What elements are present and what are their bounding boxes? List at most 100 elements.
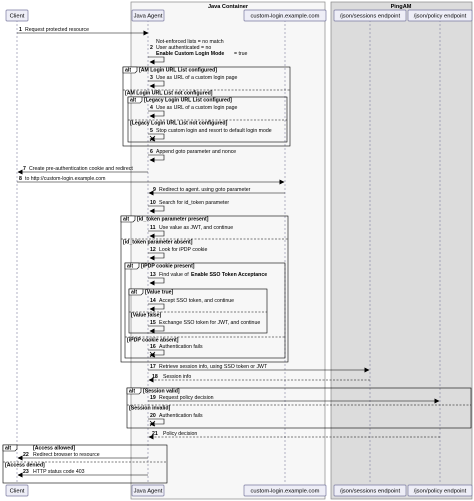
msg-15-self-arrow — [148, 325, 165, 334]
msg-3-label: Use as URL of a custom login page — [156, 75, 238, 81]
agent-header-label: Java Agent — [134, 14, 163, 20]
msg-11-label: Use value as JWT, and continue — [159, 225, 233, 231]
alt-am-login-tab — [122, 66, 138, 74]
sessions-footer-label: /json/sessions endpoint — [340, 489, 401, 495]
custom-login-header-label: custom-login.example.com — [251, 14, 320, 20]
msg-17-label: Retrieve session info, using SSO token o… — [159, 364, 268, 370]
msg-20-destroy-icon — [149, 420, 156, 427]
msg-9-label: Redirect to agent. using goto parameter — [159, 187, 251, 193]
msg-10-label: Search for id_token parameter — [159, 200, 229, 206]
msg-4-self-arrow — [148, 110, 165, 119]
msg-4-number: 4 — [150, 105, 153, 111]
msg-5-destroy-icon — [149, 135, 156, 142]
msg-20-label: Authentication fails — [159, 413, 203, 419]
alt-session-else-guard: [Session invalid] — [129, 406, 170, 412]
java-container-label: Java Container — [208, 4, 249, 10]
msg-2-number: 2 — [150, 45, 153, 51]
msg-6-label: Append goto parameter and nonce — [156, 149, 236, 155]
msg-5-number: 5 — [150, 128, 153, 134]
msg-21-number: 21 — [152, 431, 158, 437]
alt-am-login-guard: [AM Login URL List configured] — [139, 68, 217, 74]
msg-22-label: Redirect browser to resource — [33, 452, 100, 458]
agent-header-box — [131, 9, 165, 22]
alt-idtoken-else-guard: [id_token parameter absent] — [123, 240, 193, 246]
client-footer-label: Client — [10, 489, 25, 495]
msg-13-number: 13 — [150, 272, 156, 278]
msg-2-line-d: = true — [234, 51, 248, 57]
alt-access-guard: [Access allowed] — [33, 446, 75, 452]
alt-session-keyword: alt — [129, 389, 135, 395]
msg-16-destroy-icon — [149, 351, 156, 358]
client-header-box — [5, 9, 29, 22]
sessions-header-box — [333, 9, 407, 22]
msg-11-number: 11 — [150, 225, 156, 231]
policy-footer-box — [407, 484, 473, 497]
msg-18-label: Session info — [163, 374, 191, 380]
client-header-label: Client — [10, 14, 25, 20]
alt-am-login-frame — [122, 66, 291, 147]
msg-20-number: 20 — [150, 413, 156, 419]
alt-idtoken-frame — [120, 215, 289, 363]
alt-access-frame — [2, 444, 168, 484]
msg-3-number: 3 — [150, 75, 153, 81]
msg-15-number: 15 — [150, 320, 156, 326]
msg-10-self-arrow — [148, 205, 165, 214]
alt-legacy-tab — [127, 96, 143, 104]
msg-7-label: Create pre-authentication cookie and red… — [29, 166, 133, 172]
alt-idtoken-tab — [120, 215, 136, 223]
alt-am-login-keyword: alt — [125, 68, 131, 74]
alt-idtoken-guard: [id_token parameter present] — [137, 217, 209, 223]
msg-14-number: 14 — [150, 298, 156, 304]
alt-ipdp-frame — [124, 262, 286, 359]
msg-4-label: Use as URL of a custom login page — [156, 105, 238, 111]
alt-ipdp-tab — [124, 262, 140, 270]
msg-12-label: Look for iPDP cookie — [159, 247, 207, 253]
msg-13-label-a: Find value of — [159, 272, 189, 278]
msg-12-number: 12 — [150, 247, 156, 253]
msg-13-self-arrow — [148, 277, 165, 286]
msg-7-number: 7 — [23, 166, 26, 172]
msg-21-label: Policy decision — [163, 431, 197, 437]
alt-legacy-else-guard: [Legacy Login URL List not configured] — [130, 121, 228, 127]
alt-legacy-guard: [Legacy Login URL List configured] — [144, 98, 232, 104]
alt-value-frame — [128, 288, 268, 334]
alt-session-frame — [126, 387, 472, 429]
msg-14-self-arrow — [148, 303, 165, 312]
alt-session-guard: [Session valid] — [143, 389, 180, 395]
msg-22-number: 22 — [23, 452, 29, 458]
alt-idtoken-keyword: alt — [123, 217, 129, 223]
policy-footer-label: /json/policy endpoint — [414, 489, 467, 495]
msg-19-label: Request policy decision — [159, 395, 214, 401]
alt-ipdp-keyword: alt — [127, 264, 133, 270]
custom-login-header-box — [243, 9, 327, 22]
msg-1-number: 1 — [19, 27, 22, 33]
alt-access-tab — [2, 444, 18, 452]
alt-value-else-guard: [Value false] — [131, 313, 162, 319]
alt-value-guard: [Value true] — [145, 290, 174, 296]
msg-2-line-a: Not-enforced lists = no match — [156, 39, 224, 45]
msg-2-line-b: User authenticated = no — [156, 45, 211, 51]
msg-2-line-c: Enable Custom Login Mode — [156, 51, 224, 57]
msg-6-self-arrow — [148, 154, 165, 163]
java-container-box — [130, 1, 326, 500]
alt-am-login-else-guard: [AM Login URL List not configured] — [125, 91, 213, 97]
msg-3-self-arrow — [148, 80, 165, 89]
msg-1-label: Request protected resource — [25, 27, 89, 33]
policy-header-label: /json/policy endpoint — [414, 14, 467, 20]
msg-10-number: 10 — [150, 200, 156, 206]
msg-18-number: 18 — [152, 374, 158, 380]
alt-legacy-frame — [127, 96, 288, 143]
alt-ipdp-else-guard: [iPDP cookie absent] — [127, 338, 179, 344]
agent-footer-label: Java Agent — [134, 489, 163, 495]
msg-6-number: 6 — [150, 149, 153, 155]
msg-5-label: Stop custom login and resort to default … — [156, 128, 272, 134]
sessions-footer-box — [333, 484, 407, 497]
alt-value-keyword: alt — [131, 290, 137, 296]
policy-header-box — [407, 9, 473, 22]
msg-8-number: 8 — [19, 176, 22, 182]
alt-value-tab — [128, 288, 144, 296]
msg-9-number: 9 — [153, 187, 156, 193]
msg-12-self-arrow — [148, 252, 165, 261]
msg-11-self-arrow — [148, 230, 165, 239]
